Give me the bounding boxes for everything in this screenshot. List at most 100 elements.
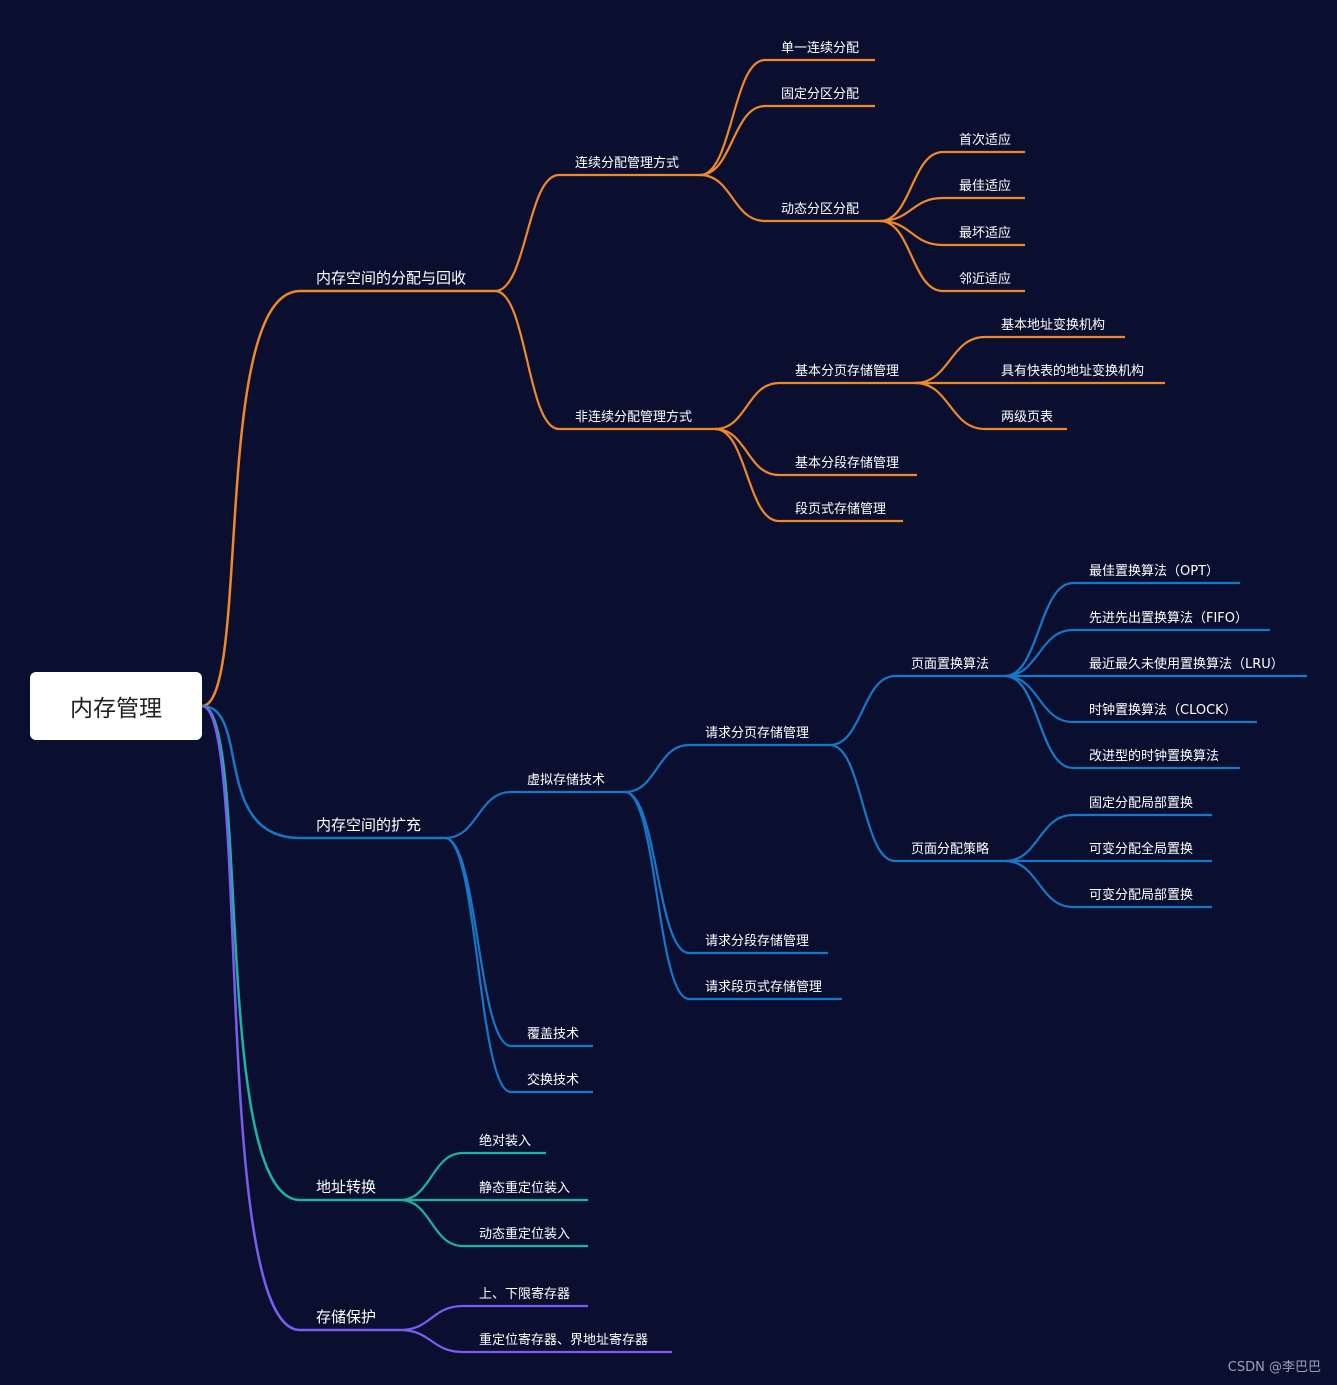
node-label: 绝对装入 xyxy=(479,1133,531,1149)
branch-connector xyxy=(1004,628,1270,678)
mindmap-node[interactable]: 时钟置换算法（CLOCK） xyxy=(1004,674,1257,724)
node-label: 存储保护 xyxy=(316,1308,376,1326)
mindmap-node[interactable]: 首次适应 xyxy=(879,132,1025,223)
node-label: 基本分段存储管理 xyxy=(795,456,899,471)
mindmap-node[interactable]: 内存空间的分配与回收 xyxy=(201,269,495,708)
branch-connector xyxy=(399,1151,546,1202)
mindmap-node[interactable]: 两级页表 xyxy=(914,381,1067,431)
node-label: 覆盖技术 xyxy=(527,1027,579,1042)
mindmap-node[interactable]: 动态分区分配 xyxy=(699,173,880,223)
node-label: 连续分配管理方式 xyxy=(575,155,679,171)
node-label: 时钟置换算法（CLOCK） xyxy=(1089,702,1237,718)
node-label: 内存空间的分配与回收 xyxy=(316,269,466,287)
mindmap-node[interactable]: 上、下限寄存器 xyxy=(399,1286,588,1332)
mindmap-node[interactable]: 邻近适应 xyxy=(879,219,1025,293)
branch-connector xyxy=(714,427,903,523)
node-label: 可变分配局部置换 xyxy=(1089,887,1193,903)
node-label: 请求段页式存储管理 xyxy=(705,980,822,995)
branch-connector xyxy=(879,150,1025,223)
node-label: 最佳置换算法（OPT） xyxy=(1089,564,1219,579)
mindmap-node[interactable]: 连续分配管理方式 xyxy=(494,155,700,293)
node-label: 单一连续分配 xyxy=(781,40,859,56)
branch-connector xyxy=(444,836,593,1048)
mindmap-node[interactable]: 存储保护 xyxy=(201,704,400,1332)
branch-connector xyxy=(1004,859,1212,909)
node-label: 静态重定位装入 xyxy=(479,1180,570,1196)
mindmap-node[interactable]: 静态重定位装入 xyxy=(399,1180,588,1202)
mindmap-node[interactable]: 单一连续分配 xyxy=(699,40,875,177)
mindmap-node[interactable]: 可变分配局部置换 xyxy=(1004,859,1212,909)
branch-connector xyxy=(1004,581,1240,678)
node-label: 上、下限寄存器 xyxy=(479,1286,570,1302)
branch-connector xyxy=(201,704,445,840)
branch-connector xyxy=(829,743,1005,863)
branch-connector xyxy=(444,836,593,1094)
mindmap-node[interactable]: 动态重定位装入 xyxy=(399,1198,588,1248)
node-label: 先进先出置换算法（FIFO） xyxy=(1089,611,1248,626)
branch-connector xyxy=(624,790,828,955)
mindmap-node[interactable]: 最近最久未使用置换算法（LRU） xyxy=(1004,656,1307,678)
branch-connector xyxy=(714,427,917,477)
node-label: 改进型的时钟置换算法 xyxy=(1089,748,1219,764)
node-label: 内存空间的扩充 xyxy=(316,816,421,834)
node-label: 动态分区分配 xyxy=(781,202,859,217)
node-label: 虚拟存储技术 xyxy=(527,773,605,788)
branch-connector xyxy=(879,219,1025,293)
mindmap-node[interactable]: 可变分配全局置换 xyxy=(1005,841,1212,863)
mindmap-node[interactable]: 先进先出置换算法（FIFO） xyxy=(1004,611,1270,678)
mindmap-node[interactable]: 绝对装入 xyxy=(399,1133,546,1202)
watermark: CSDN @李巴巴 xyxy=(1227,1360,1321,1375)
mindmap-node[interactable]: 非连续分配管理方式 xyxy=(494,289,715,431)
branch-connector xyxy=(444,790,625,840)
node-label: 基本分页存储管理 xyxy=(795,364,899,379)
node-label: 最佳适应 xyxy=(959,178,1011,194)
root-node[interactable]: 内存管理 xyxy=(30,672,202,740)
mindmap-node[interactable]: 虚拟存储技术 xyxy=(444,773,625,840)
branch-connector xyxy=(914,335,1125,385)
node-label: 动态重定位装入 xyxy=(479,1226,570,1242)
branch-connector xyxy=(624,743,830,794)
node-label: 请求分页存储管理 xyxy=(705,726,809,741)
node-label: 页面分配策略 xyxy=(911,841,989,857)
mindmap-node[interactable]: 固定分区分配 xyxy=(699,87,875,177)
branch-connector xyxy=(829,674,1005,747)
mindmap-node[interactable]: 最佳置换算法（OPT） xyxy=(1004,564,1240,678)
node-label: 基本地址变换机构 xyxy=(1001,317,1105,333)
mindmap-node[interactable]: 覆盖技术 xyxy=(444,836,593,1048)
mindmap-node[interactable]: 最坏适应 xyxy=(879,219,1025,247)
mindmap-node[interactable]: 请求段页式存储管理 xyxy=(624,790,842,1001)
node-label: 地址转换 xyxy=(316,1178,376,1196)
branch-connector xyxy=(201,289,495,708)
branch-connector xyxy=(624,790,842,1001)
mindmap-node[interactable]: 段页式存储管理 xyxy=(714,427,903,523)
branch-connector xyxy=(494,289,715,431)
node-label: 两级页表 xyxy=(1001,410,1053,425)
mindmap-node[interactable]: 最佳适应 xyxy=(879,178,1025,223)
branch-connector xyxy=(914,381,1067,431)
node-label: 邻近适应 xyxy=(959,271,1011,287)
mindmap-node[interactable]: 内存空间的扩充 xyxy=(201,704,445,840)
mindmap-node[interactable]: 基本分段存储管理 xyxy=(714,427,917,477)
mindmap-node[interactable]: 交换技术 xyxy=(444,836,593,1094)
mindmap-node[interactable]: 改进型的时钟置换算法 xyxy=(1004,674,1240,770)
mindmap-node[interactable]: 具有快表的地址变换机构 xyxy=(915,363,1165,385)
node-label: 可变分配全局置换 xyxy=(1089,841,1193,857)
branch-connector xyxy=(699,104,875,177)
mindmap-node[interactable]: 页面置换算法 xyxy=(829,657,1005,747)
root-node-label: 内存管理 xyxy=(70,696,162,722)
mindmap-node[interactable]: 页面分配策略 xyxy=(829,743,1005,863)
mindmap-node[interactable]: 基本分页存储管理 xyxy=(714,364,915,431)
mindmap-node[interactable]: 请求分段存储管理 xyxy=(624,790,828,955)
mindmap-node[interactable]: 固定分配局部置换 xyxy=(1004,796,1212,863)
branch-connector xyxy=(201,704,400,1202)
branch-connector xyxy=(879,196,1025,223)
branch-connector xyxy=(699,173,880,223)
branch-connector xyxy=(699,58,875,177)
mindmap-node[interactable]: 重定位寄存器、界地址寄存器 xyxy=(399,1328,672,1354)
node-label: 段页式存储管理 xyxy=(795,502,886,517)
branch-connector xyxy=(399,1328,672,1354)
mindmap-node[interactable]: 地址转换 xyxy=(201,704,400,1202)
node-label: 交换技术 xyxy=(527,1072,579,1088)
mindmap-node[interactable]: 请求分页存储管理 xyxy=(624,726,830,794)
mindmap-node[interactable]: 基本地址变换机构 xyxy=(914,317,1125,385)
